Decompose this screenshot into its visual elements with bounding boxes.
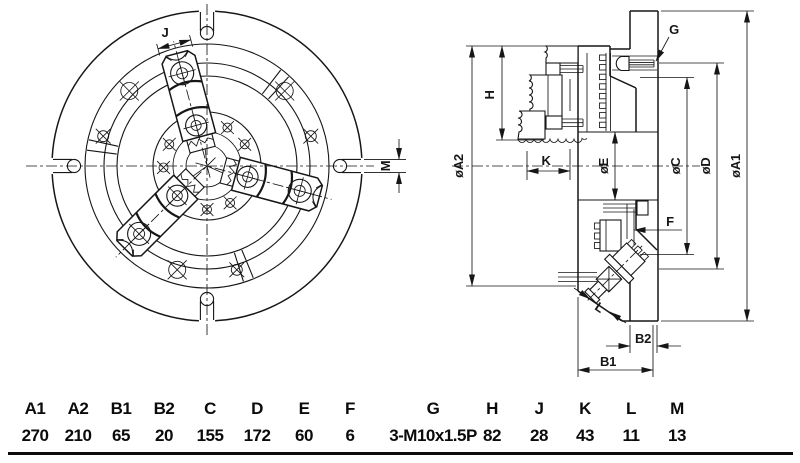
table-header-cell: E: [298, 399, 310, 418]
table-value-cell: 65: [112, 426, 130, 445]
dim-label-b2: B2: [635, 331, 651, 346]
table-header-cell: L: [626, 399, 636, 418]
dim-label-m: M: [378, 161, 393, 172]
dim-label-c: øC: [668, 157, 683, 175]
chuck-rim: [51, 10, 363, 322]
dim-line-j: [157, 39, 192, 50]
technical-drawing: J M øA2 H K øE G øC øD øA1 F L B2 B1: [26, 4, 754, 377]
inner-screw-holes: [156, 120, 252, 217]
jaw-top: [156, 34, 217, 178]
dim-label-a1: øA1: [728, 154, 743, 178]
mounting-bolt: [612, 55, 657, 72]
table-header-cell: G: [426, 399, 440, 418]
rack-teeth: [599, 53, 611, 131]
table-header-cell: C: [204, 399, 216, 418]
section-view: [452, 10, 754, 377]
table-column: D 172: [244, 400, 271, 444]
table-header-cell: K: [579, 399, 591, 418]
dim-label-b1: B1: [600, 354, 616, 369]
table-header-cell: A1: [24, 399, 46, 418]
table-value-cell: 210: [64, 426, 92, 445]
dim-label-j: J: [162, 25, 169, 40]
table-value-cell: 155: [196, 426, 224, 445]
table-rule: [8, 452, 793, 455]
dim-m-group: [364, 139, 406, 193]
dim-label-d: øD: [698, 158, 713, 175]
table-column: E 60: [295, 400, 313, 444]
sector-lines: [86, 69, 290, 282]
table-column: M 13: [668, 400, 686, 444]
table-header-cell: M: [670, 399, 684, 418]
table-value-cell: 3-M10x1.5P: [389, 426, 477, 445]
outer-screw-holes: [95, 81, 319, 280]
jaw-lower-left: [115, 157, 216, 258]
table-column: J 28: [530, 400, 548, 444]
table-header-cell: H: [486, 399, 498, 418]
dim-label-e: øE: [596, 157, 611, 174]
dim-label-g: G: [669, 22, 679, 37]
table-value-cell: 270: [21, 426, 49, 445]
body-outline: [577, 10, 659, 322]
table-value-cell: 82: [483, 426, 501, 445]
table-value-cell: 13: [668, 426, 686, 445]
jaw-section: [517, 45, 588, 143]
table-column: H 82: [483, 400, 501, 444]
dim-label-h: H: [482, 90, 497, 99]
table-header-cell: J: [534, 399, 544, 418]
dim-label-f: F: [666, 214, 674, 229]
table-column: G 3-M10x1.5P: [389, 400, 477, 444]
dim-label-k: K: [541, 153, 551, 168]
table-value-cell: 43: [576, 426, 594, 445]
table-header-cell: B1: [110, 399, 132, 418]
table-header-cell: D: [251, 399, 263, 418]
dim-label-a2: øA2: [451, 154, 466, 178]
table-value-cell: 60: [295, 426, 313, 445]
table-column: C 155: [197, 400, 224, 444]
table-column: K 43: [576, 400, 594, 444]
table-header-cell: B2: [153, 399, 175, 418]
dimension-lines: [469, 10, 750, 373]
table-value-cell: 28: [530, 426, 548, 445]
jaw-right: [195, 156, 332, 212]
table-column: L 11: [623, 400, 640, 444]
front-view: [26, 4, 406, 337]
table-header-cell: A2: [67, 399, 89, 418]
table-value-cell: 11: [622, 426, 640, 445]
extension-lines: [466, 10, 754, 377]
table-value-cell: 172: [243, 426, 271, 445]
table-value-cell: 6: [345, 426, 355, 445]
pinion-mechanism: [558, 200, 650, 304]
dimension-labels: J M øA2 H K øE G øC øD øA1 F L B2 B1: [162, 22, 743, 369]
table-header-cell: F: [345, 399, 355, 418]
table-value-cell: 20: [155, 426, 173, 445]
bore-lines: [578, 131, 658, 201]
